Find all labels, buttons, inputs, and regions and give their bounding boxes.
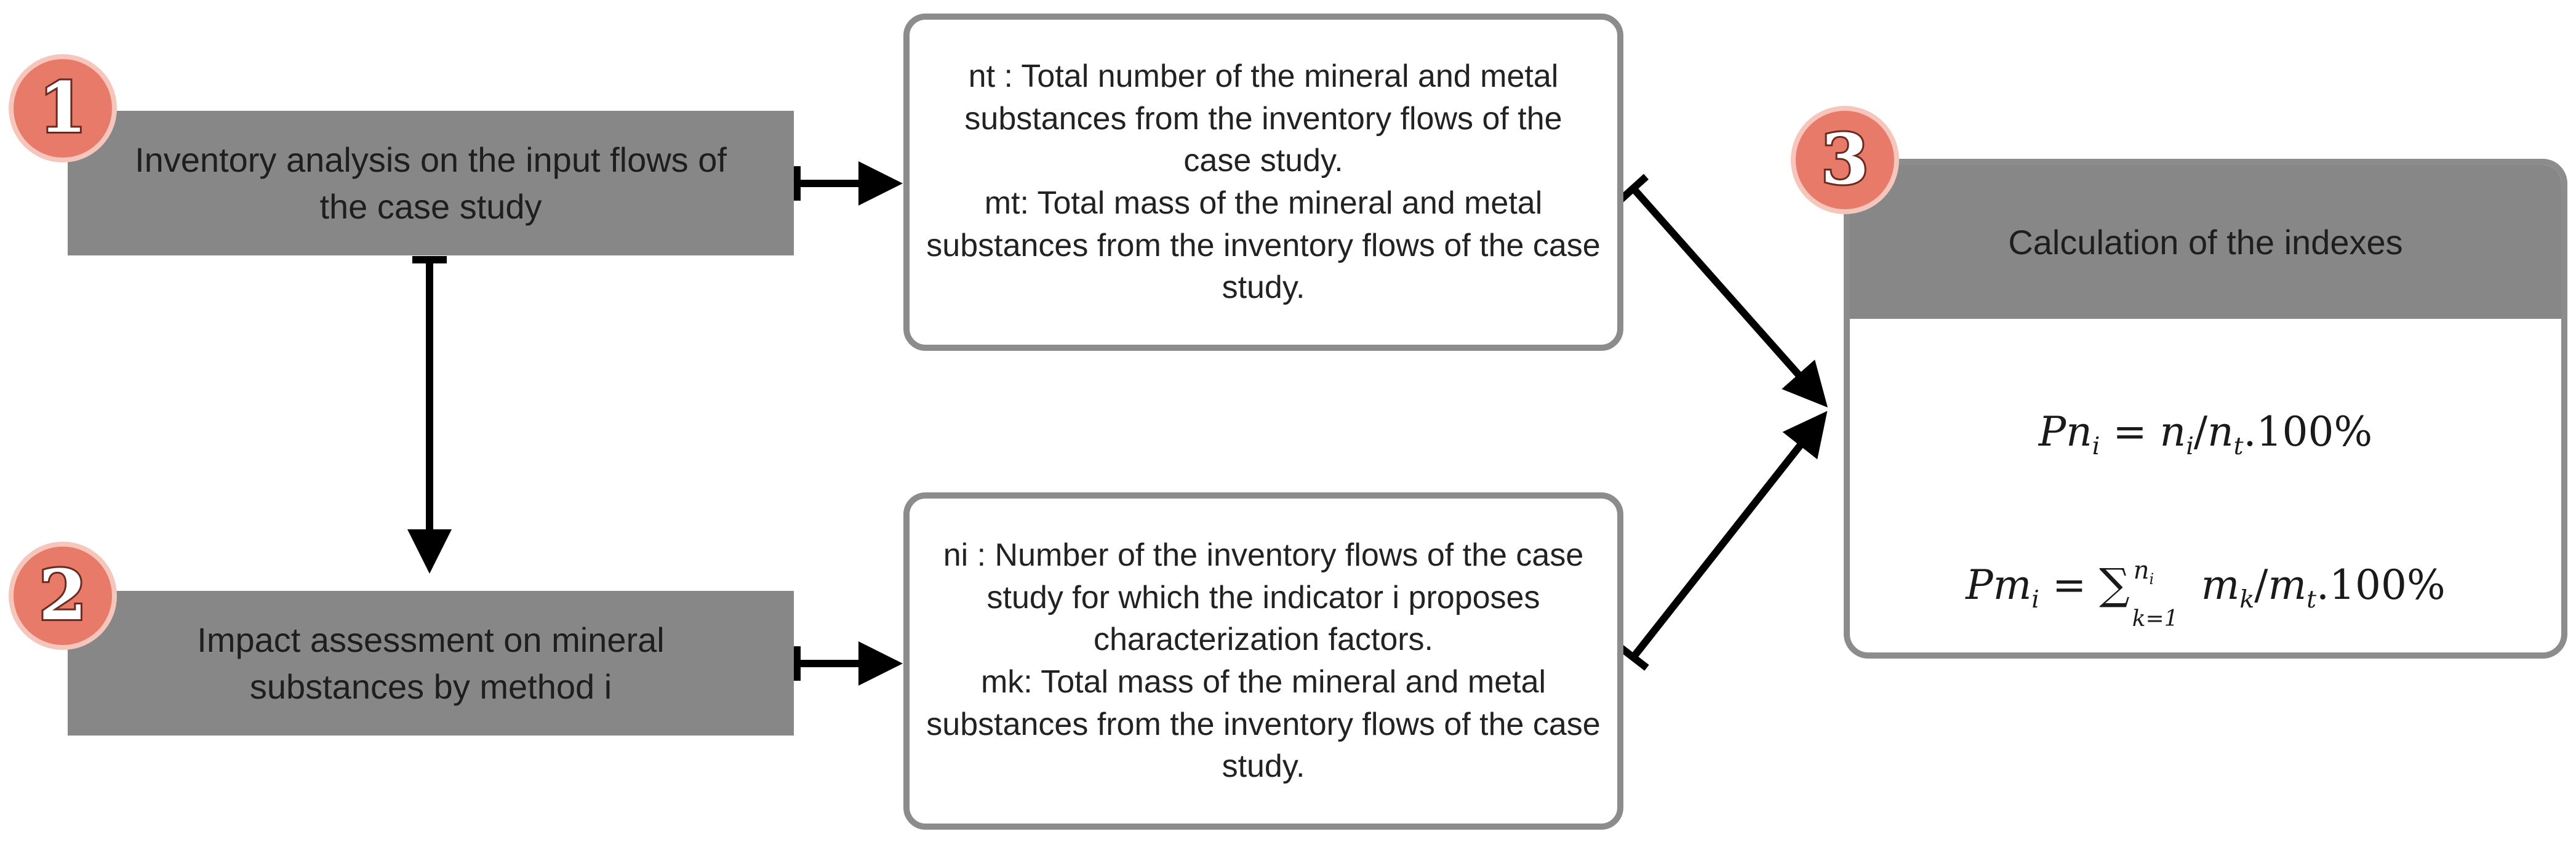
step3-number: 3: [1819, 119, 1871, 200]
definition-ni: ni : Number of the inventory flows of th…: [943, 537, 1584, 658]
calculation-box: Calculation of the indexes Pni = ni/nt.1…: [1844, 159, 2567, 659]
step2-badge: 2: [14, 547, 112, 645]
definition-mk: mk: Total mass of the mineral and metal …: [926, 664, 1601, 785]
definition-mt: mt: Total mass of the mineral and metal …: [926, 185, 1601, 306]
arrow-step1-to-definitions: [793, 161, 903, 206]
formula-pn: Pni = ni/nt.100%: [2038, 408, 2373, 461]
step2-text: Impact assessment on mineral substances …: [197, 620, 665, 706]
step3-text: Calculation of the indexes: [2008, 222, 2403, 262]
step1-text: Inventory analysis on the input flows of…: [135, 140, 727, 226]
step1-box: Inventory analysis on the input flows of…: [68, 111, 794, 255]
step2-box: Impact assessment on mineral substances …: [68, 591, 794, 736]
arrow-bottom-definitions-to-calculation: [1617, 411, 1828, 671]
arrow-step1-to-step2: [407, 256, 452, 574]
definitions-top-box: nt : Total number of the mineral and met…: [903, 14, 1623, 351]
step1-number: 1: [37, 68, 89, 148]
definitions-bottom-box: ni : Number of the inventory flows of th…: [903, 492, 1623, 830]
calculation-header: Calculation of the indexes: [1850, 165, 2561, 319]
arrow-step2-to-definitions: [793, 641, 903, 686]
step1-badge: 1: [14, 59, 112, 158]
step2-number: 2: [37, 555, 89, 636]
step3-badge: 3: [1796, 111, 1894, 209]
arrow-top-definitions-to-calculation: [1617, 174, 1828, 407]
definition-nt: nt : Total number of the mineral and met…: [964, 58, 1562, 179]
